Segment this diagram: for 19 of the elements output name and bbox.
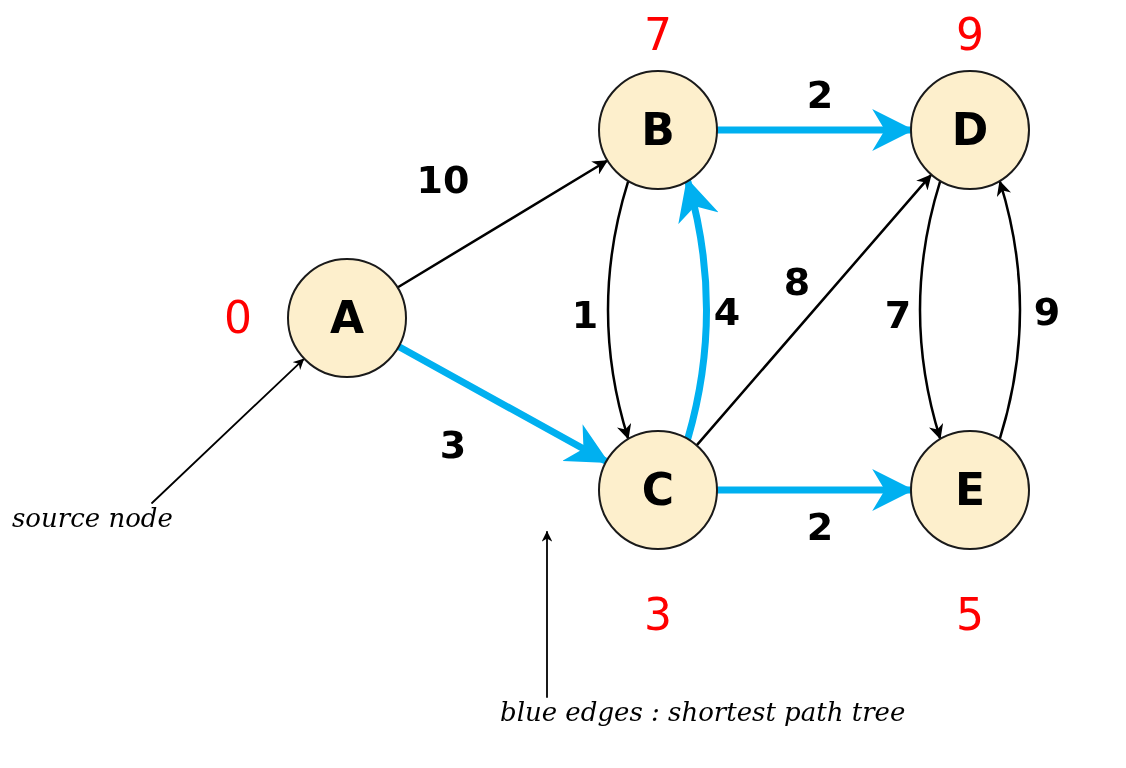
node-label: D <box>951 108 989 152</box>
node-label: A <box>329 296 365 340</box>
arrow <box>996 180 1022 440</box>
distance-label: 0 <box>224 296 252 340</box>
node-label: C <box>641 468 675 512</box>
leader-arrow <box>151 358 305 504</box>
distance-label: 3 <box>644 593 672 637</box>
node-label: E <box>954 468 986 512</box>
arrow <box>696 174 932 446</box>
node-label: B <box>641 108 675 152</box>
handwritten-note: source node <box>12 503 173 535</box>
leader-arrow <box>541 530 553 698</box>
handwritten-note: blue edges : shortest path tree <box>500 697 906 729</box>
distance-label: 5 <box>956 593 984 637</box>
distance-label: 9 <box>956 13 984 57</box>
arrow <box>918 180 944 440</box>
arrow <box>606 180 632 440</box>
arrow <box>397 159 608 289</box>
distance-label: 7 <box>644 13 672 57</box>
